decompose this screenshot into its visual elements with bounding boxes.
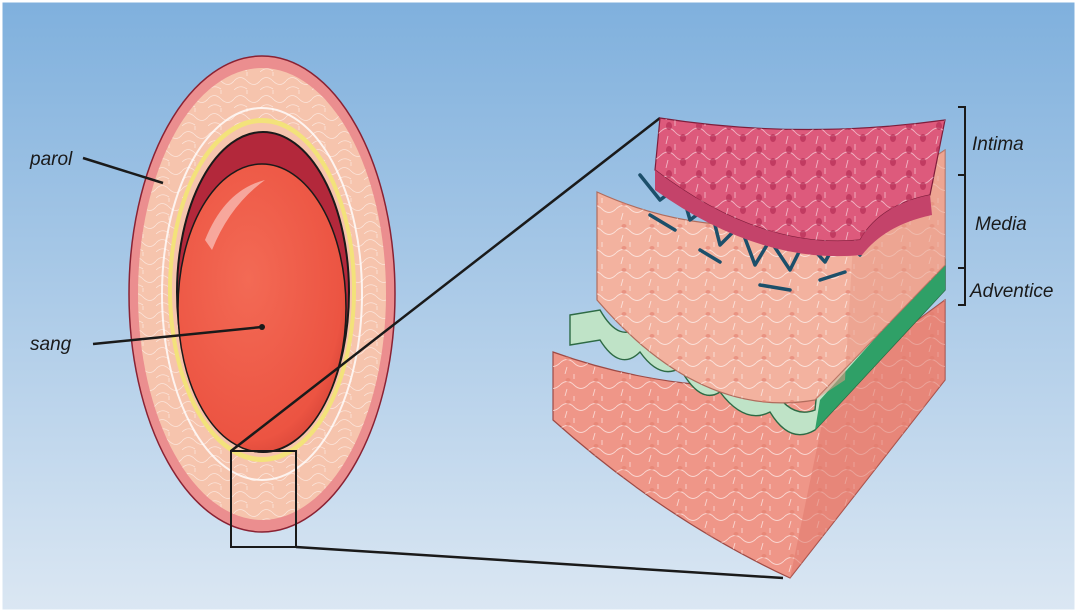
blood-label: sang	[30, 334, 72, 355]
intima-label: Intima	[972, 134, 1024, 155]
adventitia-label: Adventice	[969, 281, 1053, 302]
media-label: Media	[975, 214, 1027, 235]
wall-label: parol	[29, 149, 73, 170]
blood-lumen	[178, 164, 346, 452]
